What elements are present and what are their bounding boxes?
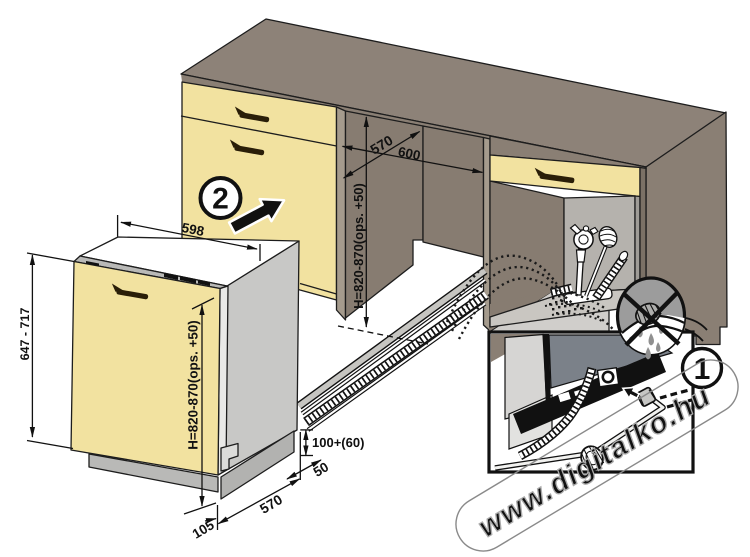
svg-text:50: 50 [311, 459, 332, 480]
svg-text:2: 2 [212, 182, 229, 215]
svg-text:H=820-870(ops. +50): H=820-870(ops. +50) [186, 320, 201, 450]
svg-text:100+(60): 100+(60) [312, 435, 364, 450]
svg-text:H=820-870(ops. +50): H=820-870(ops. +50) [351, 183, 366, 309]
svg-text:647 - 717: 647 - 717 [18, 308, 32, 361]
svg-text:600: 600 [397, 144, 422, 163]
svg-text:1: 1 [694, 353, 711, 386]
svg-text:598: 598 [180, 220, 205, 239]
